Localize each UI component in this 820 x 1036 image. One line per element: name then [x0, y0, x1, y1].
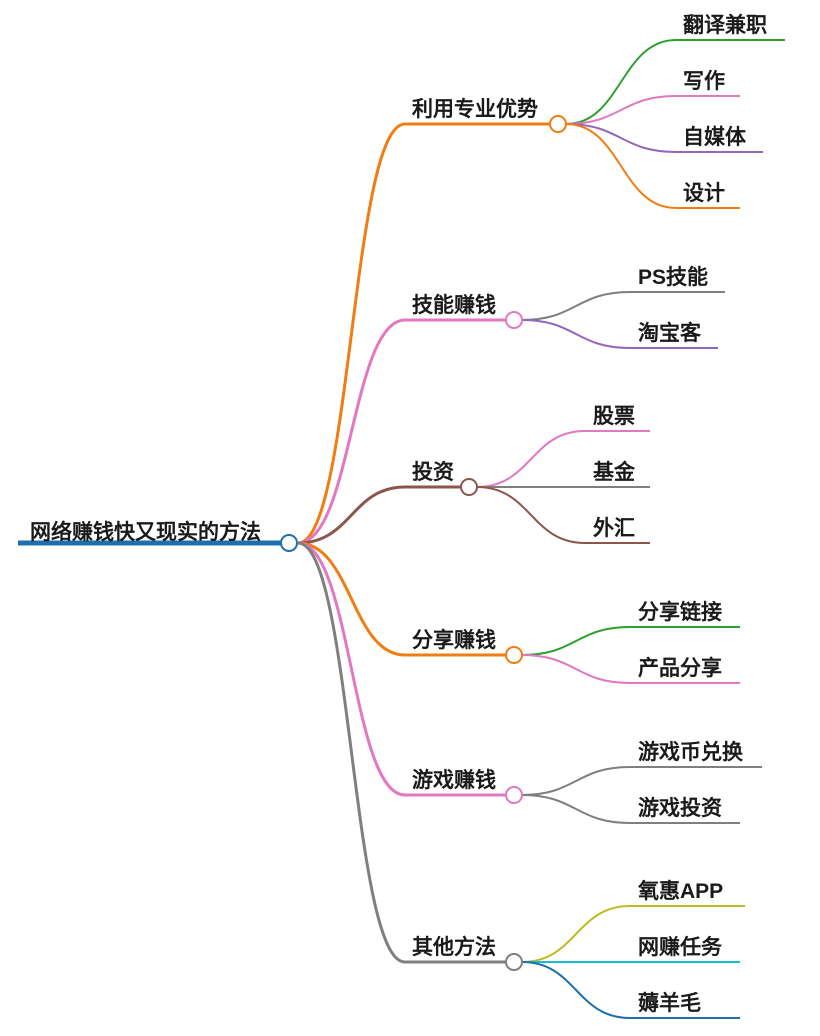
branch-to-leaf-connector: [476, 430, 586, 488]
leaf-label: 游戏币兑换: [638, 740, 744, 764]
leaf-label: 产品分享: [638, 656, 722, 680]
branch-to-leaf-connector: [565, 123, 677, 209]
connector-layer: [18, 39, 785, 1019]
branch-label: 游戏赚钱: [412, 768, 496, 792]
branch-to-leaf-connector: [521, 626, 631, 656]
branch-to-leaf-connector: [476, 486, 586, 544]
root-to-branch-connector: [297, 541, 406, 797]
leaf-label: PS技能: [638, 265, 708, 289]
branch-to-leaf-connector: [521, 291, 631, 321]
branch-collapse-toggle[interactable]: [505, 786, 523, 804]
root-to-branch-connector: [297, 485, 406, 545]
branch-label: 投资: [412, 460, 454, 484]
branch-to-leaf-connector: [521, 319, 631, 349]
branch-label: 技能赚钱: [412, 293, 496, 317]
branch-collapse-toggle[interactable]: [460, 478, 478, 496]
root-to-branch-connector: [297, 122, 406, 545]
leaf-label: 分享链接: [638, 600, 722, 624]
root-node-label: 网络赚钱快又现实的方法: [30, 520, 261, 544]
branch-to-leaf-connector: [521, 961, 631, 1019]
branch-label: 其他方法: [412, 935, 496, 959]
leaf-label: 股票: [593, 405, 635, 428]
root-collapse-toggle[interactable]: [280, 534, 298, 552]
leaf-label: 网赚任务: [638, 935, 723, 959]
leaf-label: 设计: [683, 182, 725, 205]
leaf-label: 外汇: [593, 516, 635, 540]
root-to-branch-connector: [297, 541, 406, 964]
branch-to-leaf-connector: [521, 794, 631, 824]
branch-label: 分享赚钱: [412, 628, 496, 652]
leaf-label: 写作: [683, 69, 725, 93]
branch-collapse-toggle[interactable]: [549, 115, 567, 133]
leaf-label: 氧惠APP: [638, 879, 723, 903]
branch-to-leaf-connector: [521, 905, 631, 963]
leaf-label: 翻译兼职: [683, 13, 767, 37]
branch-to-leaf-connector: [565, 39, 677, 125]
root-to-branch-connector: [297, 541, 406, 657]
leaf-label: 游戏投资: [638, 796, 722, 820]
leaf-label: 基金: [593, 460, 636, 484]
root-to-branch-connector: [297, 318, 406, 545]
branch-collapse-toggle[interactable]: [505, 646, 523, 664]
branch-to-leaf-connector: [521, 766, 631, 796]
branch-label: 利用专业优势: [412, 97, 538, 121]
leaf-label: 淘宝客: [638, 321, 702, 345]
branch-collapse-toggle[interactable]: [505, 953, 523, 971]
branch-to-leaf-connector: [521, 654, 631, 684]
leaf-label: 薅羊毛: [638, 991, 701, 1015]
leaf-label: 自媒体: [683, 125, 747, 149]
branch-to-leaf-connector: [565, 123, 677, 153]
branch-collapse-toggle[interactable]: [505, 311, 523, 329]
branch-to-leaf-connector: [565, 95, 677, 125]
